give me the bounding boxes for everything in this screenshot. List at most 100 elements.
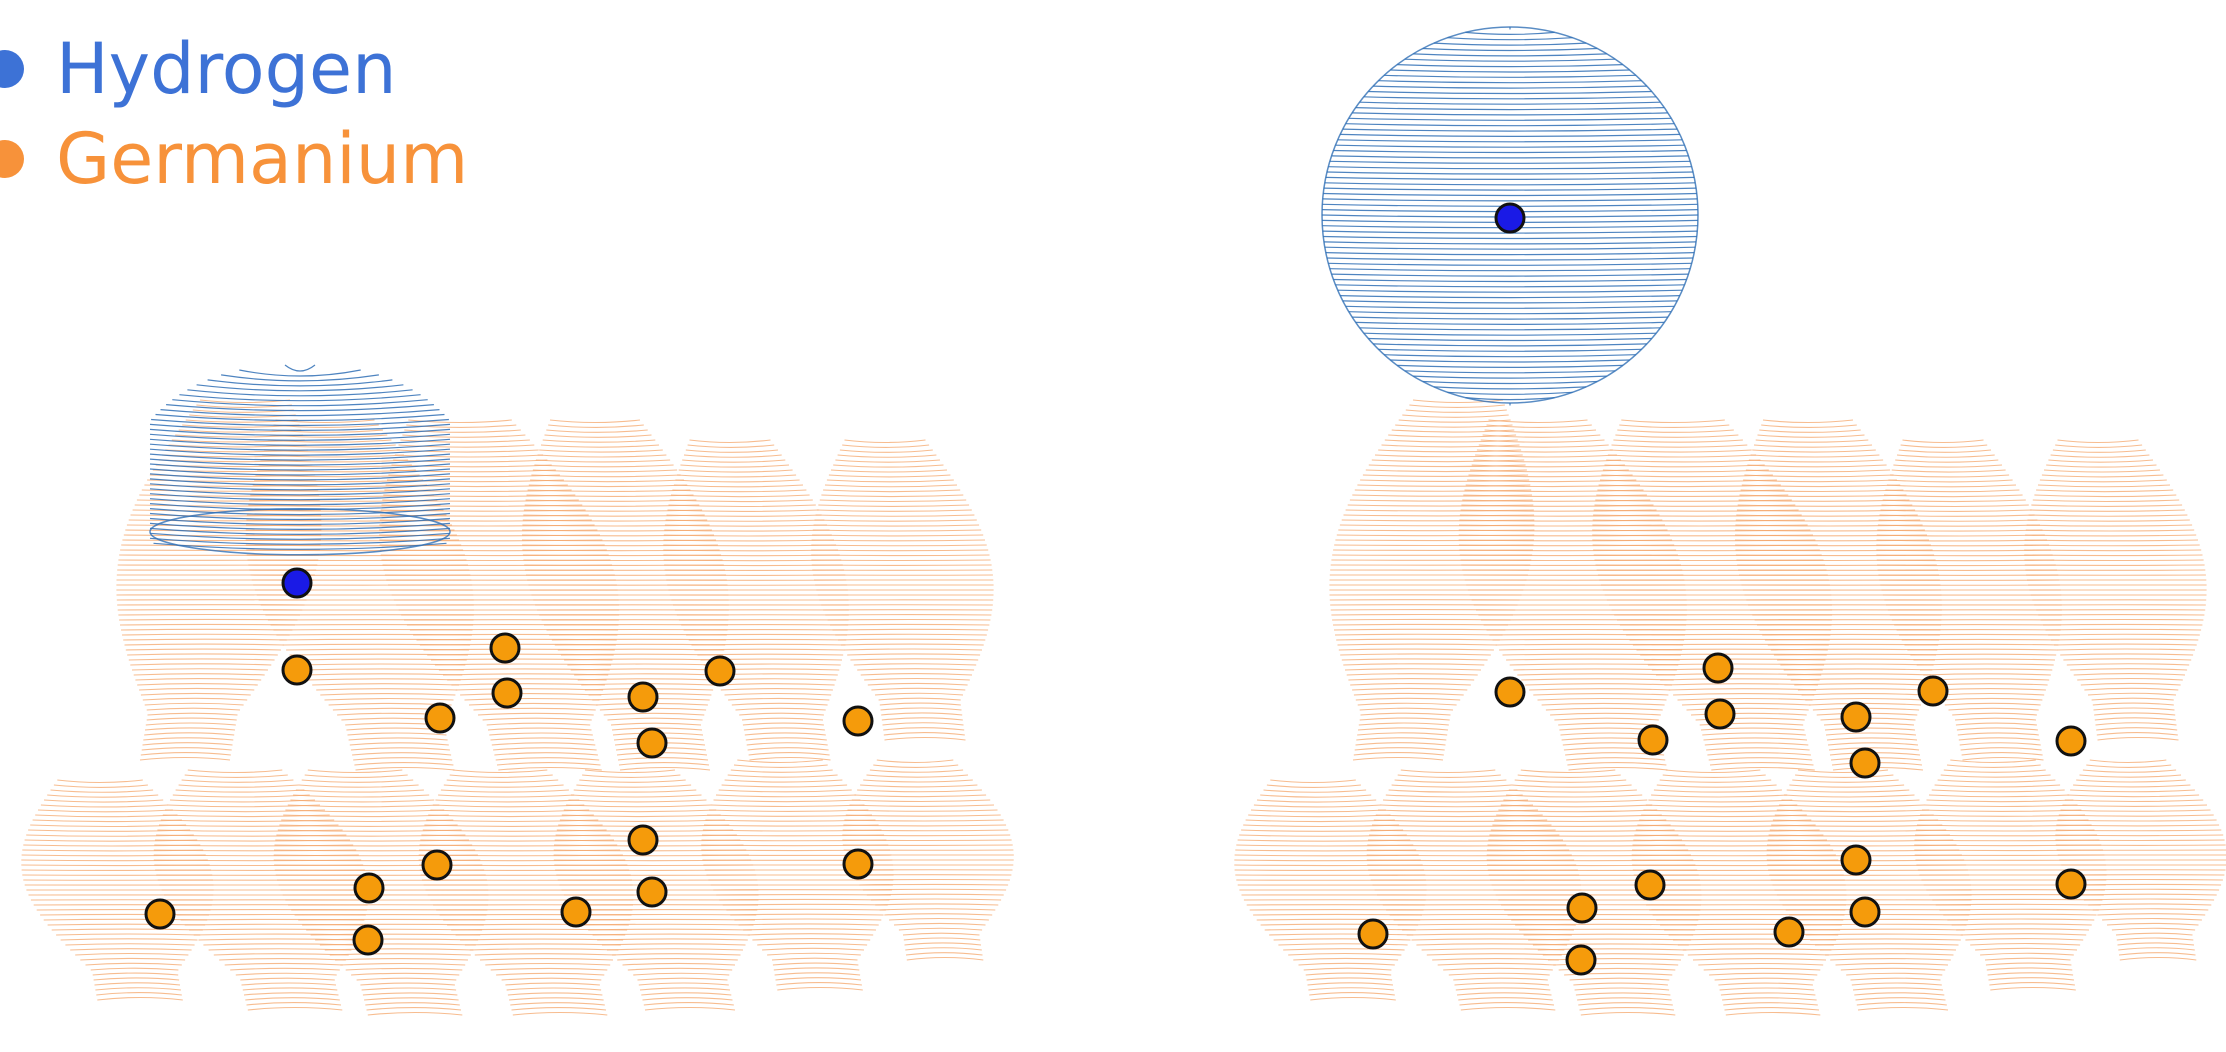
contour-line	[474, 708, 596, 710]
contour-line	[1752, 450, 1876, 452]
contour-line	[1722, 998, 1817, 1000]
contour-line	[2055, 445, 2142, 447]
contour-line	[734, 765, 828, 767]
contour-line	[1299, 963, 1395, 965]
contour-line	[1409, 405, 1505, 407]
contour-line	[682, 460, 785, 462]
contour-line	[1580, 1008, 1675, 1010]
contour-line	[1952, 924, 2092, 925]
contour-line	[2043, 624, 2202, 625]
germanium-atom	[283, 656, 311, 684]
contour-line	[825, 485, 957, 487]
contour-line	[1815, 944, 1959, 945]
contour-line	[2042, 475, 2163, 477]
contour-line	[1741, 490, 1904, 492]
germanium-atom	[2057, 727, 2085, 755]
contour-line	[1368, 339, 1651, 341]
contour-line	[2058, 440, 2139, 443]
contour-line	[1723, 1003, 1818, 1005]
contour-line	[1479, 445, 1609, 447]
contour-line	[1461, 1008, 1556, 1011]
contour-line	[1248, 815, 1390, 817]
contour-line	[1533, 944, 1689, 945]
contour-line	[505, 983, 600, 985]
contour-line	[2026, 530, 2194, 531]
contour-line	[1826, 733, 1916, 735]
contour-line	[1825, 954, 1954, 955]
contour-line	[1688, 954, 1829, 955]
contour-line	[823, 490, 960, 492]
germanium-atom	[354, 926, 382, 954]
contour-line	[244, 993, 339, 995]
contour-line	[885, 738, 966, 741]
contour-line	[1707, 753, 1811, 755]
contour-line	[1570, 978, 1670, 980]
contour-line	[2092, 698, 2174, 700]
contour-line	[179, 785, 299, 787]
contour-line	[1405, 59, 1616, 61]
germanium-atom	[1568, 894, 1596, 922]
contour-line	[247, 1003, 342, 1005]
contour-line	[1853, 988, 1943, 990]
contour-line	[365, 1003, 460, 1005]
contour-line	[588, 929, 752, 930]
contour-line	[1357, 733, 1447, 735]
contour-line	[1358, 703, 1457, 705]
contour-line	[1333, 624, 1508, 625]
contour-line	[1509, 790, 1637, 792]
contour-line	[846, 815, 1001, 816]
contour-line	[1324, 242, 1696, 244]
contour-line	[1402, 415, 1508, 417]
contour-line	[838, 455, 937, 457]
contour-line	[2060, 654, 2193, 655]
contour-line	[2031, 505, 2182, 506]
contour-line	[1447, 38, 1572, 40]
contour-line	[1794, 684, 1927, 685]
contour-line	[881, 708, 962, 710]
contour-line	[433, 805, 585, 807]
contour-line	[304, 674, 462, 675]
contour-line	[2048, 634, 2200, 635]
contour-line	[2048, 460, 2153, 462]
contour-line	[491, 968, 608, 970]
contour-line	[843, 825, 1006, 826]
contour-line	[1930, 684, 2047, 685]
contour-line	[582, 775, 680, 777]
contour-line	[1715, 978, 1815, 980]
contour-line	[1473, 460, 1621, 462]
contour-line	[1709, 973, 1817, 975]
contour-line	[2034, 495, 2176, 497]
contour-line	[1963, 758, 2044, 761]
contour-line	[1791, 679, 1930, 680]
contour-line	[2046, 629, 2202, 630]
contour-line	[1827, 738, 1917, 740]
contour-line	[584, 924, 754, 925]
contour-line	[1567, 763, 1666, 765]
contour-line	[1758, 435, 1865, 437]
contour-line	[1980, 953, 2074, 955]
contour-line	[1669, 689, 1816, 690]
contour-line	[2025, 540, 2198, 541]
contour-line	[1754, 445, 1872, 447]
contour-line	[465, 944, 621, 945]
contour-line	[1343, 301, 1677, 303]
contour-line	[127, 654, 278, 655]
contour-line	[57, 780, 143, 783]
contour-line	[1903, 440, 1984, 443]
contour-line	[680, 465, 789, 467]
contour-line	[1569, 768, 1668, 771]
contour-line	[312, 684, 459, 685]
contour-line	[1924, 805, 2077, 807]
contour-line	[302, 780, 414, 782]
contour-line	[1704, 968, 1821, 970]
contour-line	[859, 884, 1008, 885]
contour-line	[831, 470, 947, 472]
contour-line	[1751, 455, 1880, 457]
germanium-atom	[1636, 871, 1664, 899]
contour-line	[1683, 949, 1832, 950]
contour-line	[1990, 988, 2076, 991]
contour-line	[491, 738, 595, 740]
germanium-atom	[1842, 846, 1870, 874]
contour-line	[1270, 780, 1356, 783]
contour-line	[1956, 929, 2089, 930]
